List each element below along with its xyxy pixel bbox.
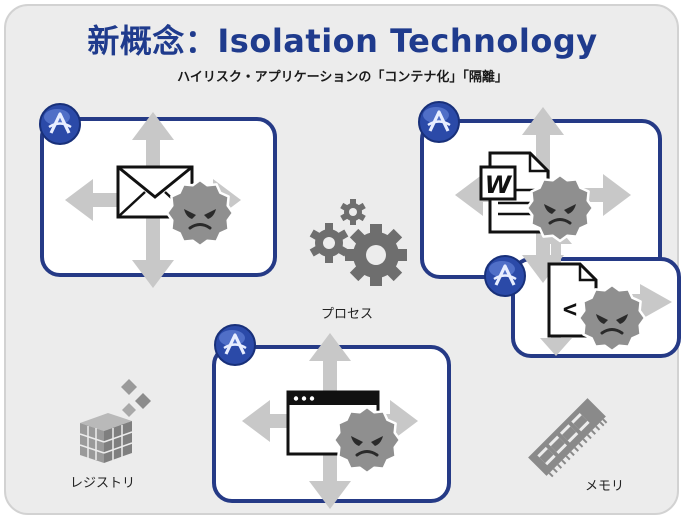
container-badge-icon (483, 254, 527, 298)
container-badge-icon (213, 323, 257, 367)
process-label: プロセス (321, 307, 374, 322)
script-glyph: < (563, 295, 577, 323)
diagram-title: 新概念：Isolation Technology (87, 22, 598, 60)
container-badge-icon (38, 102, 82, 146)
memory-label: メモリ (585, 479, 625, 494)
registry-label: レジストリ (70, 476, 136, 491)
memory-icon (528, 398, 608, 478)
container-badge-icon (417, 100, 461, 144)
word-glyph: W (485, 171, 513, 199)
gears-icon (309, 199, 407, 286)
registry-icon (79, 379, 151, 463)
diagram-subtitle: ハイリスク・アプリケーションの「コンテナ化」「隔離」 (177, 70, 508, 85)
